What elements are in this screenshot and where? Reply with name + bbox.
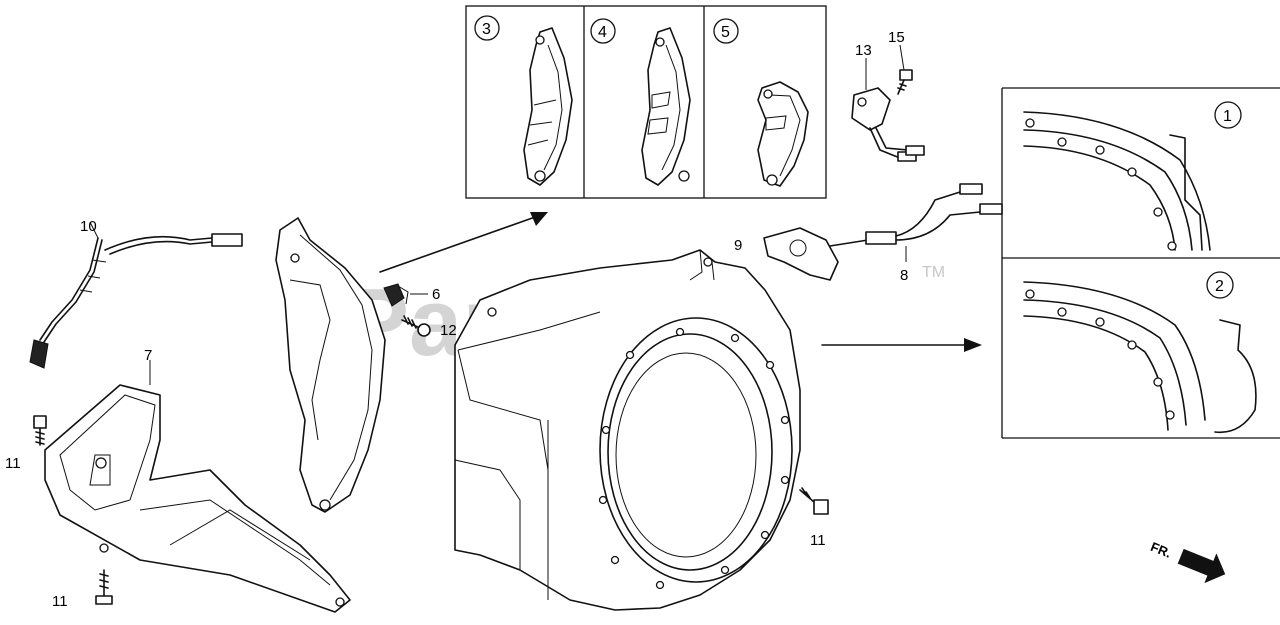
variant-inset-frame [465,5,827,199]
shroud-mount-holes [598,327,790,590]
label-11-right: 11 [810,532,826,549]
callout-2-label: 2 [1215,278,1224,295]
label-13: 13 [855,42,872,59]
variant-5-cover[interactable] [713,18,809,187]
label-11-left: 11 [5,455,21,472]
part-12-bolt[interactable] [401,315,431,337]
label-7: 7 [144,347,152,364]
label-8: 8 [900,267,908,284]
front-direction-arrow [1177,548,1226,584]
detail-inset-2[interactable] [1001,258,1280,439]
watermark-tm: TM [922,264,945,281]
part-8-lead-wire[interactable] [865,183,1003,245]
side-cover[interactable] [275,217,386,513]
part-9-switch[interactable] [763,227,869,281]
callout-4-label: 4 [598,24,607,41]
callout-circle-5 [713,18,739,44]
part-13-module[interactable] [851,87,925,162]
front-direction-label: FR. [1148,539,1173,561]
callout-5-label: 5 [721,24,730,41]
variant-4-cover[interactable] [590,18,691,186]
part-15-screw[interactable] [897,69,913,95]
part-6-clip[interactable] [383,283,409,307]
part-11-bolt-bottom[interactable] [95,569,113,605]
fan-shroud[interactable] [454,249,801,611]
callout-circle-3 [474,15,500,41]
variant-3-cover[interactable] [474,15,573,186]
callout-3-label: 3 [482,21,491,38]
label-12: 12 [440,322,457,339]
pointer-arrow-cover [379,212,548,273]
detail-inset-1[interactable] [1001,87,1280,259]
part-11-bolt-right[interactable] [799,487,829,515]
label-15: 15 [888,29,905,46]
callout-circle-4 [590,18,616,44]
part-11-bolt-left[interactable] [33,415,47,446]
pointer-arrow-shroud [821,338,982,352]
label-9: 9 [734,237,742,254]
label-11-bottom: 11 [52,593,68,610]
label-10: 10 [80,218,97,235]
label-6: 6 [432,286,440,303]
callout-1-label: 1 [1223,108,1232,125]
part-7-bottom-guard[interactable] [44,384,351,613]
part-10-wire-harness[interactable] [29,233,243,369]
